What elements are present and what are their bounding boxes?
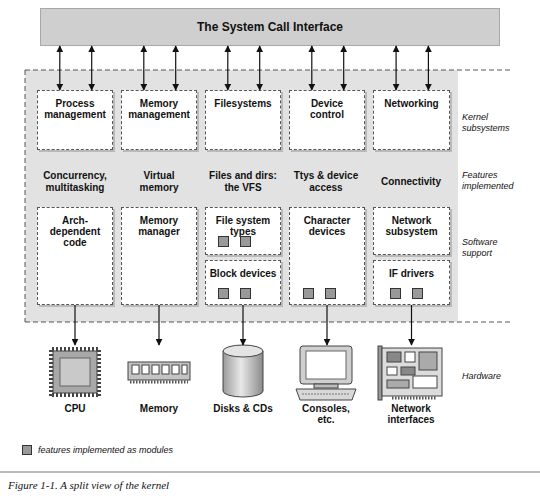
feature-label: Files and dirs: the VFS [203,170,283,194]
subsystem-box: Device control [289,90,365,150]
node-text: Network interfaces [376,403,446,425]
node-text: Network subsystem [377,215,446,237]
module-marker [326,289,336,299]
node-text: The System Call Interface [41,9,499,45]
kernel-boundary [25,70,26,322]
hardware-item: Disks & CDs [203,345,283,414]
support-box: Arch-dependent code [37,207,113,305]
module-marker [304,289,314,299]
node-text: Block devices [209,268,277,279]
node-text: Filesystems [209,98,277,109]
support-box: IF drivers [373,260,450,305]
node-text: Disks & CDs [203,403,283,414]
arrow-connector [74,305,75,345]
node-text: Networking [377,98,446,109]
arrow-connector [242,305,243,345]
node-text: Character devices [293,215,361,237]
node-text: Memory manager [125,215,193,237]
node-text: Memory [124,403,194,414]
support-box: Network subsystem [373,207,450,255]
support-box: Memory manager [121,207,197,305]
kernel-boundary [25,70,510,71]
arrow-connector [396,46,397,90]
console-terminal [296,346,356,400]
subsystem-box: Memory management [121,90,197,150]
arrow-connector [143,46,144,90]
arrow-connector [175,46,176,90]
kernel-boundary [25,322,510,323]
node-text: Process management [41,98,109,120]
legend-text: features implemented as modules [38,444,173,456]
subsystem-box: Filesystems [205,90,281,150]
layer-label: Kernel subsystems [462,112,508,134]
node-text: Consoles, etc. [295,403,357,425]
hardware-item: Consoles, etc. [295,345,357,425]
subsystem-box: Process management [37,90,113,150]
module-marker [219,237,229,247]
feature-label: Concurrency, multitasking [35,170,115,194]
legend-swatch [22,445,32,455]
figure-caption: Figure 1-1. A split view of the kernel [8,478,169,492]
node-text: Device control [293,98,361,120]
caption-rule [0,472,540,473]
module-marker [219,289,229,299]
node-text: File system types [209,215,277,237]
node-text: IF drivers [377,268,446,279]
node-text: Arch-dependent code [41,215,109,248]
module-marker [413,289,423,299]
hardware-item: CPU [40,345,110,414]
arrow-connector [259,46,260,90]
arrow-connector [158,305,159,345]
module-marker [241,289,251,299]
arrow-connector [91,46,92,90]
feature-label: Connectivity [371,176,451,188]
node-text: Memory management [125,98,193,120]
arrow-connector [411,305,412,345]
module-marker [391,289,401,299]
arrow-connector [311,46,312,90]
feature-label: Ttys & device access [290,170,362,194]
kernel-area [25,70,458,322]
arrow-connector [59,46,60,90]
support-box: File system types [205,207,281,255]
arrow-connector [326,305,327,345]
arrow-connector [343,46,344,90]
module-marker [241,237,251,247]
layer-label: Features implemented [462,170,508,192]
subsystem-box: Networking [373,90,450,150]
module-markers [219,237,423,299]
node-text: CPU [40,403,110,414]
syscall-bar: The System Call Interface [40,8,500,46]
layer-label: Software support [462,237,508,259]
disk-cylinder [223,345,263,397]
support-box: Character devices [289,207,365,305]
layer-label: Hardware [462,371,508,382]
memory-module [128,362,190,382]
cpu-chip [51,349,99,396]
support-box: Block devices [205,260,281,305]
network-card [378,346,442,400]
arrow-connector [227,46,228,90]
hardware-item: Network interfaces [376,345,446,425]
hardware-item: Memory [124,345,194,414]
arrow-connector [428,46,429,90]
feature-label: Virtual memory [133,170,185,194]
